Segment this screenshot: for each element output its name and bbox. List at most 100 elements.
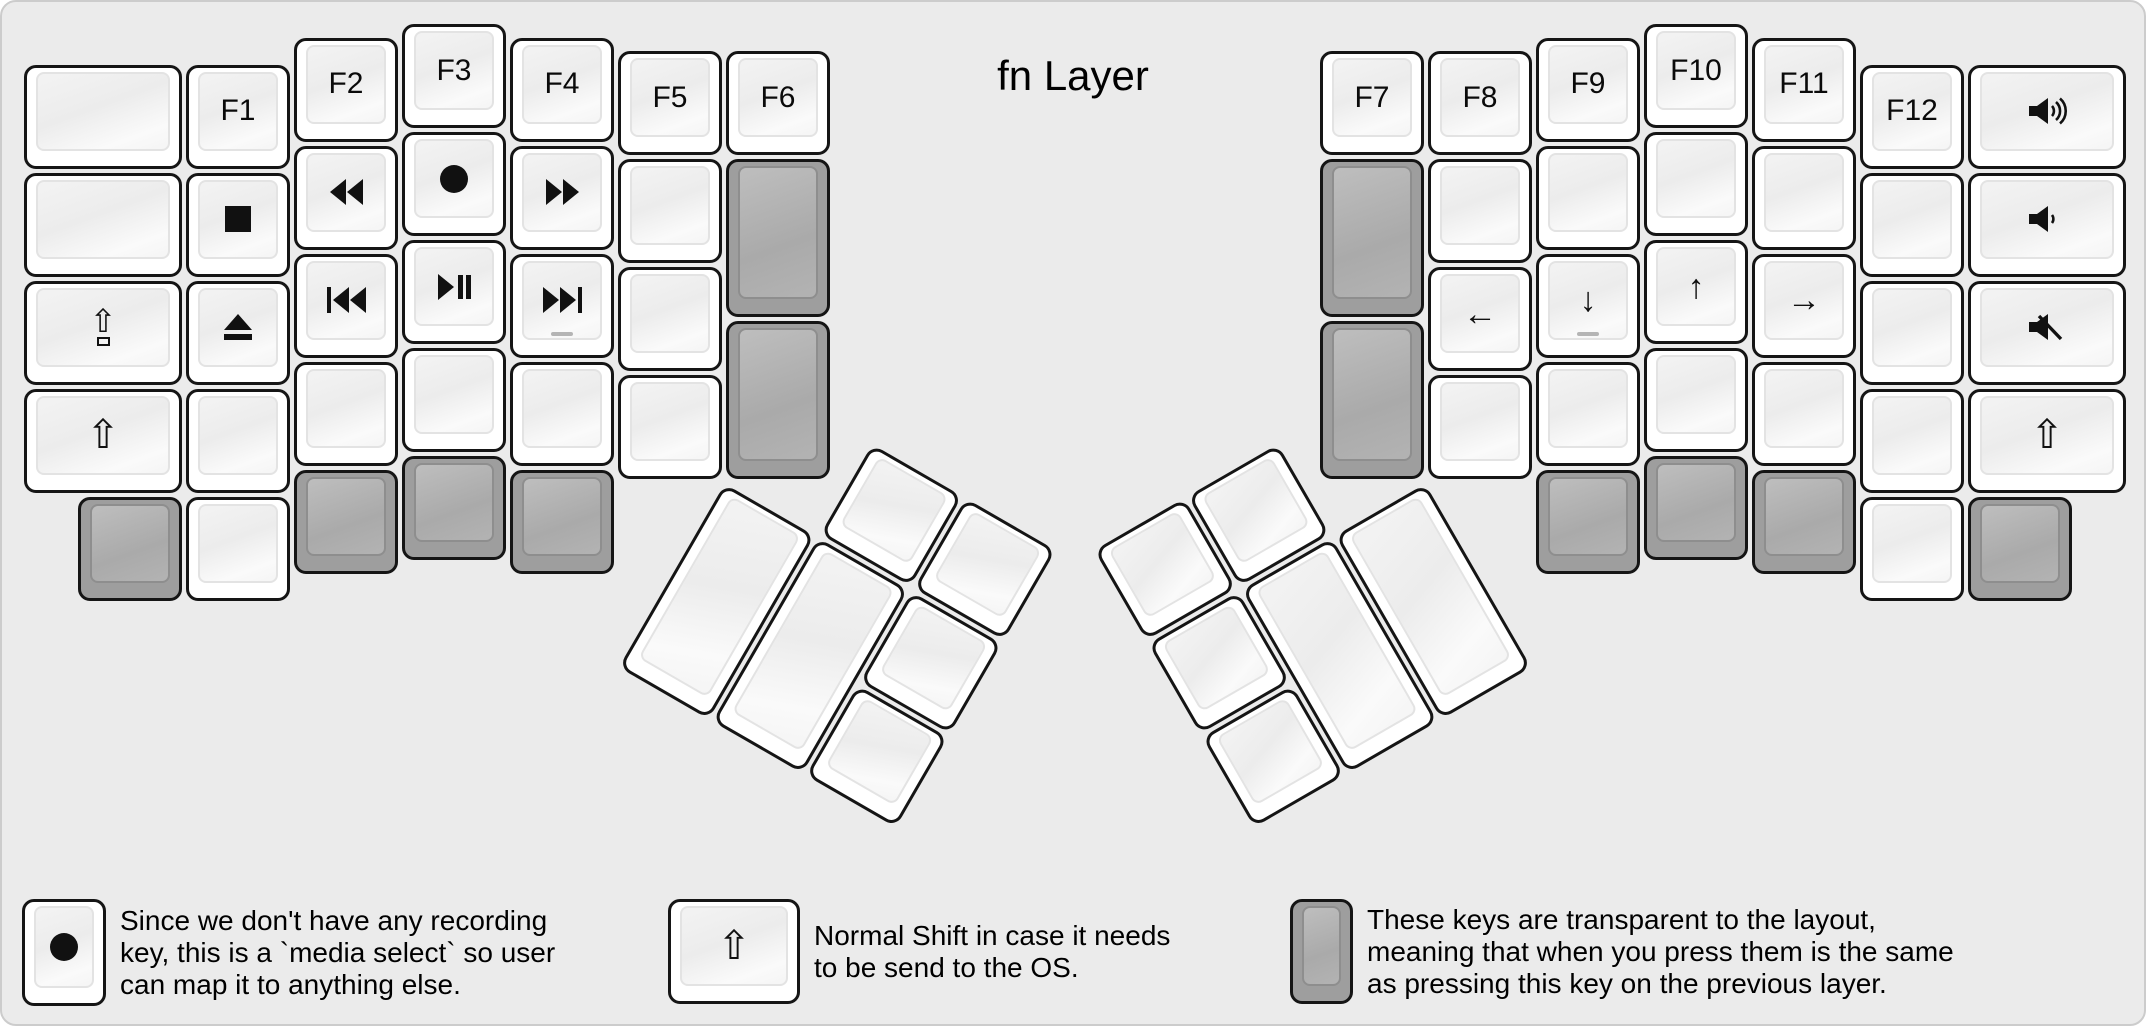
arrow-left-icon: ← [1463,294,1497,333]
key-transparent-r1[interactable] [1320,159,1424,317]
key-label-f3: F3 [436,53,472,87]
key-label-f8: F8 [1462,80,1498,114]
key-arrow-left[interactable]: ← [1428,267,1532,371]
key-play-pause[interactable] [402,240,506,344]
key-shift-left[interactable]: ⇧ [24,388,182,493]
key-transparent-l4[interactable] [510,469,614,574]
key-f11[interactable]: F11 [1752,37,1856,142]
caps-lock-icon: ⇧ [90,305,116,347]
key-label-f1: F1 [220,94,256,127]
key-blank-r3[interactable] [1536,145,1640,250]
next-track-icon [542,287,582,313]
key-blank-r12[interactable] [1860,496,1964,601]
key-f10[interactable]: F10 [1644,24,1748,128]
key-f9[interactable]: F9 [1536,37,1640,142]
record-icon [440,164,468,193]
key-transparent-r2[interactable] [1320,321,1424,479]
key-blank-r11[interactable] [1860,388,1964,493]
key-f2[interactable]: F2 [294,37,398,142]
key-blank-l8[interactable] [618,159,722,263]
key-f3[interactable]: F3 [402,24,506,128]
key-blank-l1[interactable] [24,64,182,169]
key-blank-r4[interactable] [1536,361,1640,466]
key-stop[interactable] [186,172,290,277]
key-blank-l7[interactable] [510,361,614,466]
key-transparent-l2[interactable] [294,469,398,574]
key-transparent-l1[interactable] [78,496,182,601]
key-next-track[interactable] [510,253,614,358]
legend-transparent-key [1290,899,1353,1004]
layer-title: fn Layer [997,52,1149,99]
key-blank-l10[interactable] [618,375,722,479]
key-blank-r5[interactable] [1644,132,1748,236]
key-f8[interactable]: F8 [1428,51,1532,155]
key-label-f7: F7 [1354,80,1390,114]
key-f4[interactable]: F4 [510,37,614,142]
key-arrow-down[interactable]: ↓ [1536,253,1640,358]
stop-icon [225,206,251,232]
arrow-up-icon: ↑ [1687,267,1705,306]
key-f5[interactable]: F5 [618,51,722,155]
key-blank-r10[interactable] [1860,280,1964,385]
key-f7[interactable]: F7 [1320,51,1424,155]
previous-track-icon [326,287,366,313]
key-mute[interactable] [1968,280,2126,385]
record-icon [50,933,78,961]
legend-shift-key: ⇧ [668,899,800,1004]
shift-icon: ⇧ [2030,413,2064,457]
key-transparent-l3[interactable] [402,456,506,560]
fast-forward-icon [545,179,579,205]
key-blank-l2[interactable] [24,172,182,277]
key-volume-down[interactable] [1968,172,2126,277]
key-transparent-l5[interactable] [726,159,830,317]
legend-transparent-text: These keys are transparent to the layout… [1367,903,1954,999]
key-blank-l3[interactable] [186,388,290,493]
shift-icon: ⇧ [717,924,751,968]
key-record[interactable] [402,132,506,236]
key-blank-r1[interactable] [1428,159,1532,263]
key-label-f11: F11 [1779,67,1829,100]
arrow-right-icon: → [1787,281,1821,319]
key-prev-track[interactable] [294,253,398,358]
key-rewind[interactable] [294,145,398,250]
key-blank-l6[interactable] [402,348,506,452]
key-label-f12: F12 [1886,94,1938,127]
key-transparent-l6[interactable] [726,321,830,479]
key-caps-lock[interactable]: ⇧ [24,280,182,385]
rewind-icon [329,179,363,205]
homing-bar [551,331,573,336]
key-eject[interactable] [186,280,290,385]
legend-record-key [22,899,106,1006]
key-label-f2: F2 [328,67,364,100]
key-label-f6: F6 [760,80,796,114]
key-blank-l5[interactable] [294,361,398,466]
key-transparent-r6[interactable] [1968,496,2072,601]
key-blank-l4[interactable] [186,496,290,601]
key-f6[interactable]: F6 [726,51,830,155]
key-arrow-right[interactable]: → [1752,253,1856,358]
key-transparent-r5[interactable] [1752,469,1856,574]
mute-icon [2026,312,2068,342]
legend-transparent: These keys are transparent to the layout… [1290,899,1954,1004]
key-blank-r9[interactable] [1860,172,1964,277]
key-f12[interactable]: F12 [1860,64,1964,169]
key-shift-right[interactable]: ⇧ [1968,388,2126,493]
key-blank-r2[interactable] [1428,375,1532,479]
key-label-f4: F4 [544,67,580,100]
key-transparent-r4[interactable] [1644,456,1748,560]
key-f1[interactable]: F1 [186,64,290,169]
shift-icon: ⇧ [86,413,120,457]
key-arrow-up[interactable]: ↑ [1644,240,1748,344]
key-volume-up[interactable] [1968,64,2126,169]
key-fast-forward[interactable] [510,145,614,250]
key-blank-r7[interactable] [1752,145,1856,250]
key-transparent-r3[interactable] [1536,469,1640,574]
key-blank-l9[interactable] [618,267,722,371]
key-blank-r6[interactable] [1644,348,1748,452]
key-blank-r8[interactable] [1752,361,1856,466]
